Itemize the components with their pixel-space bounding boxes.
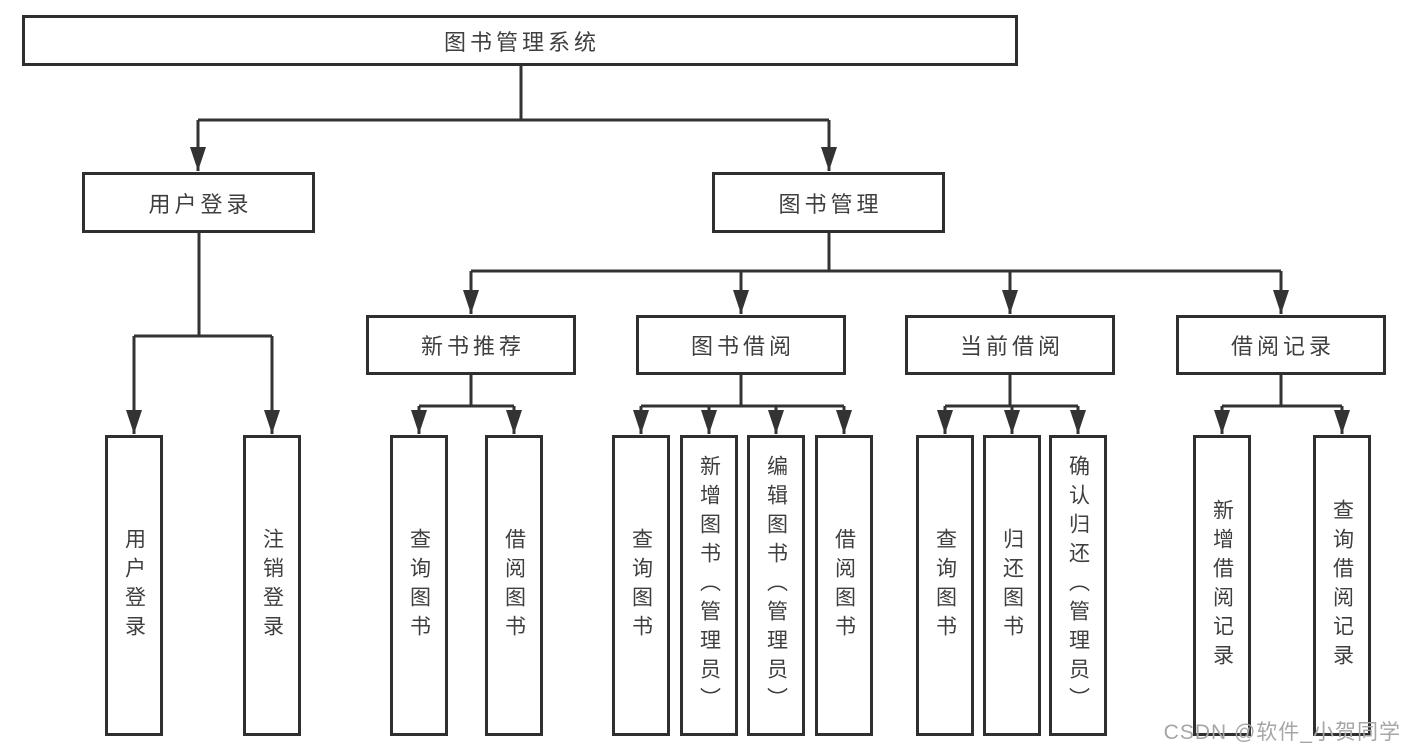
leaf-query-borrow-record: 查询借阅记录 — [1313, 435, 1371, 736]
leaf-borrow-books-borrowing-label: 借阅图书 — [832, 527, 856, 644]
leaf-borrow-books-borrowing: 借阅图书 — [815, 435, 873, 736]
node-borrowing-records: 借阅记录 — [1176, 315, 1386, 375]
leaf-query-books-current-label: 查询图书 — [933, 527, 957, 644]
leaf-confirm-return-admin-label: 确认归还（管理员） — [1066, 455, 1090, 716]
leaf-query-books-borrowing: 查询图书 — [612, 435, 670, 736]
leaf-logout-label: 注销登录 — [260, 527, 284, 644]
node-user-login-label: 用户登录 — [148, 191, 253, 217]
leaf-add-borrow-record-label: 新增借阅记录 — [1210, 498, 1234, 673]
node-borrowing-records-label: 借阅记录 — [1230, 334, 1335, 359]
node-current-borrowing-label: 当前借阅 — [959, 334, 1064, 359]
leaf-query-borrow-record-label: 查询借阅记录 — [1330, 498, 1354, 673]
leaf-borrow-books-recommend: 借阅图书 — [485, 435, 543, 736]
leaf-edit-book-admin-label: 编辑图书（管理员） — [764, 455, 788, 716]
leaf-add-borrow-record: 新增借阅记录 — [1193, 435, 1251, 736]
leaf-edit-book-admin: 编辑图书（管理员） — [747, 435, 805, 736]
node-root: 图书管理系统 — [22, 15, 1018, 66]
node-current-borrowing: 当前借阅 — [905, 315, 1115, 375]
node-user-login: 用户登录 — [82, 172, 315, 233]
leaf-return-books: 归还图书 — [983, 435, 1041, 736]
leaf-borrow-books-recommend-label: 借阅图书 — [502, 527, 526, 644]
node-root-label: 图书管理系统 — [443, 29, 600, 55]
node-book-management-label: 图书管理 — [778, 191, 883, 217]
node-book-management: 图书管理 — [712, 172, 945, 233]
leaf-query-books-borrowing-label: 查询图书 — [629, 527, 653, 644]
leaf-return-books-label: 归还图书 — [1000, 527, 1024, 644]
node-book-borrowing-label: 图书借阅 — [690, 334, 795, 359]
node-new-book-recommendation: 新书推荐 — [366, 315, 576, 375]
leaf-confirm-return-admin: 确认归还（管理员） — [1049, 435, 1107, 736]
node-new-book-recommendation-label: 新书推荐 — [420, 334, 525, 359]
leaf-logout: 注销登录 — [243, 435, 301, 736]
leaf-user-login-label: 用户登录 — [122, 527, 146, 644]
leaf-user-login: 用户登录 — [105, 435, 163, 736]
leaf-add-book-admin-label: 新增图书（管理员） — [697, 455, 721, 716]
watermark: CSDN @软件_小贺同学 — [1163, 721, 1401, 744]
leaf-query-books-recommend: 查询图书 — [390, 435, 448, 736]
leaf-add-book-admin: 新增图书（管理员） — [680, 435, 738, 736]
node-book-borrowing: 图书借阅 — [636, 315, 846, 375]
leaf-query-books-recommend-label: 查询图书 — [407, 527, 431, 644]
leaf-query-books-current: 查询图书 — [916, 435, 974, 736]
